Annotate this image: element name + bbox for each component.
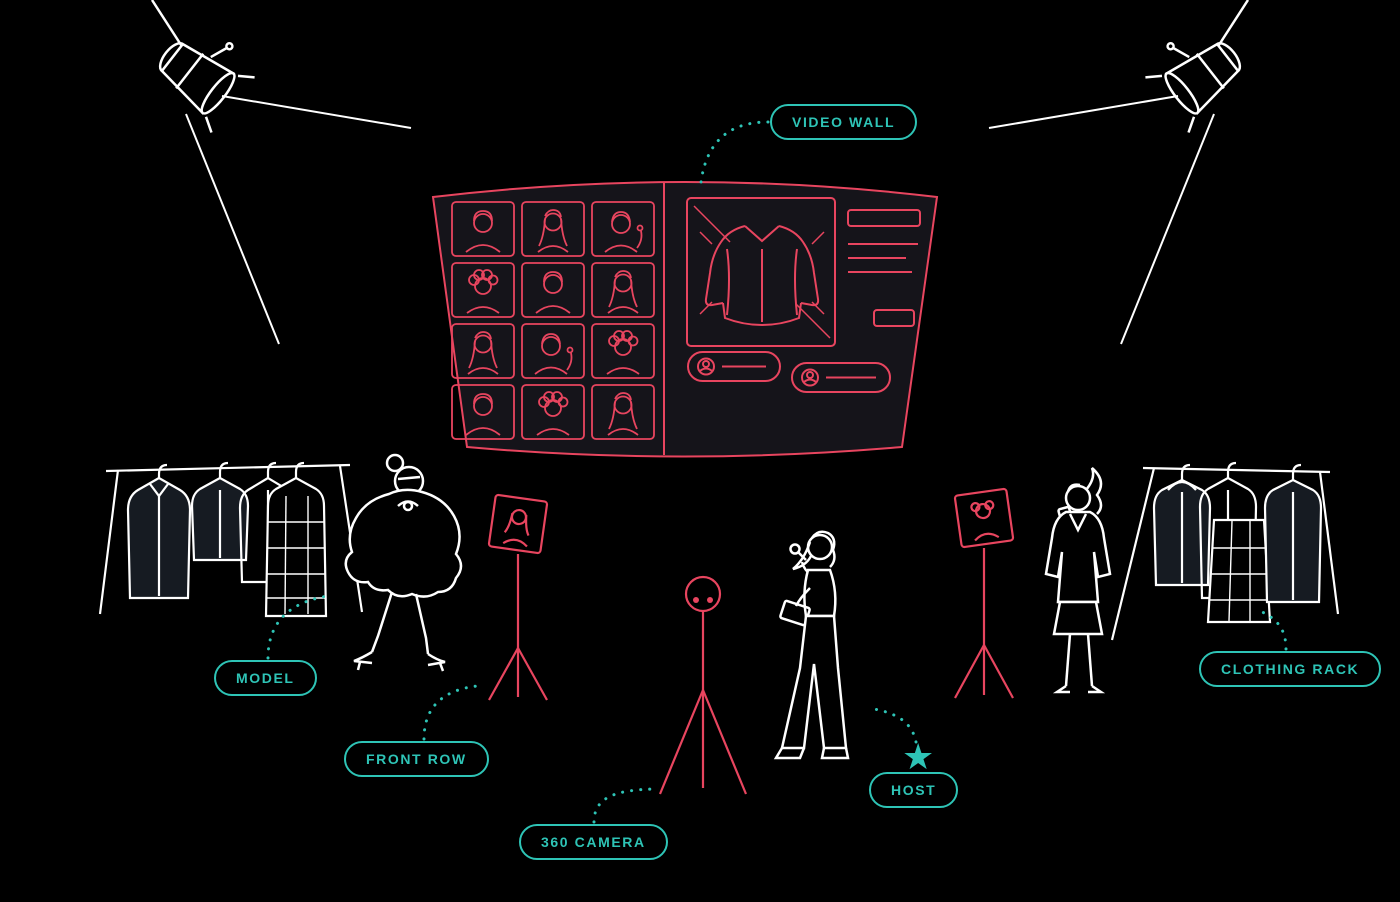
guest-leg <box>1086 633 1094 687</box>
model-hair-bun <box>385 453 405 473</box>
connector-host <box>866 706 918 744</box>
product-panel <box>686 197 921 393</box>
garment-dark-coat-right <box>1263 478 1323 604</box>
participant-grid <box>451 201 655 440</box>
microphone-icon <box>789 543 801 555</box>
connector-front-row <box>422 684 479 741</box>
camera-360 <box>658 575 748 795</box>
guest-head <box>1064 484 1092 512</box>
connector-model <box>266 594 330 660</box>
front-row-screen-left <box>487 493 549 701</box>
model-leg <box>414 593 430 655</box>
host-figure <box>773 530 850 760</box>
connector-video-wall <box>699 120 770 184</box>
rack-leg <box>1318 471 1340 615</box>
video-wall-panel <box>431 181 939 458</box>
connector-360-camera <box>592 787 656 824</box>
product-card <box>686 197 836 347</box>
host-pants <box>780 614 848 750</box>
label-host: HOST <box>869 772 959 808</box>
label-video-wall: VIDEO WALL <box>770 104 918 140</box>
camera-lens <box>693 597 699 603</box>
garment-hooded-jacket <box>1152 478 1212 587</box>
host-head <box>806 533 834 561</box>
model-sunglasses <box>397 475 421 481</box>
rack-leg <box>98 469 120 615</box>
guest-figure <box>1044 467 1112 694</box>
viewer-screen <box>487 493 549 555</box>
video-wall <box>431 181 939 458</box>
light-beam-line <box>1120 113 1215 345</box>
host-hair <box>792 541 813 571</box>
connector-clothing-rack <box>1256 608 1288 651</box>
guest-skirt <box>1052 600 1104 636</box>
guest-shoe <box>1088 684 1106 694</box>
label-front-row: FRONT ROW <box>344 741 489 777</box>
shine-lines <box>693 205 831 339</box>
model-leg <box>370 591 394 653</box>
viewer-pill-2 <box>791 362 891 393</box>
light-beam-line <box>221 95 412 129</box>
viewer-pill-1 <box>687 351 781 382</box>
host-star-icon: ★ <box>902 737 935 778</box>
product-button <box>873 309 915 327</box>
host-shoe <box>820 747 850 760</box>
garment-plaid-dress <box>264 476 328 618</box>
viewer-screen <box>953 487 1015 549</box>
model-heel-shoe <box>353 650 373 665</box>
label-clothing-rack: CLOTHING RACK <box>1199 651 1382 687</box>
label-model: MODEL <box>214 660 317 696</box>
clothing-rack-right <box>1110 461 1340 641</box>
clothing-rack-left <box>98 461 364 618</box>
light-beam-line <box>185 113 280 345</box>
host-shoe <box>773 747 806 760</box>
rack-bar <box>105 463 351 473</box>
front-row-screen-right <box>953 487 1015 699</box>
product-jacket-icon <box>704 225 820 327</box>
guest-shoe <box>1052 684 1070 694</box>
product-text-lines <box>847 209 921 327</box>
camera-lens <box>707 597 713 603</box>
microphone-handle <box>797 551 807 561</box>
spotlight-right <box>988 0 1257 345</box>
garment-plaid-skirt <box>1206 518 1272 624</box>
guest-ponytail <box>1085 467 1103 515</box>
spotlight-left <box>143 0 412 345</box>
guest-leg <box>1064 633 1072 687</box>
host-hair <box>810 530 836 568</box>
camera-360-head <box>684 575 722 613</box>
light-beam-line <box>988 95 1179 129</box>
label-360-camera: 360 CAMERA <box>519 824 668 860</box>
model-heel-shoe <box>427 652 446 667</box>
model-fur-coat <box>344 488 463 598</box>
rack-leg <box>1110 467 1156 641</box>
garment-coat-long <box>126 476 192 600</box>
label-connectors <box>266 120 1288 824</box>
model-figure <box>344 453 463 672</box>
rack-bar <box>1142 466 1331 474</box>
guest-blazer <box>1044 510 1112 604</box>
